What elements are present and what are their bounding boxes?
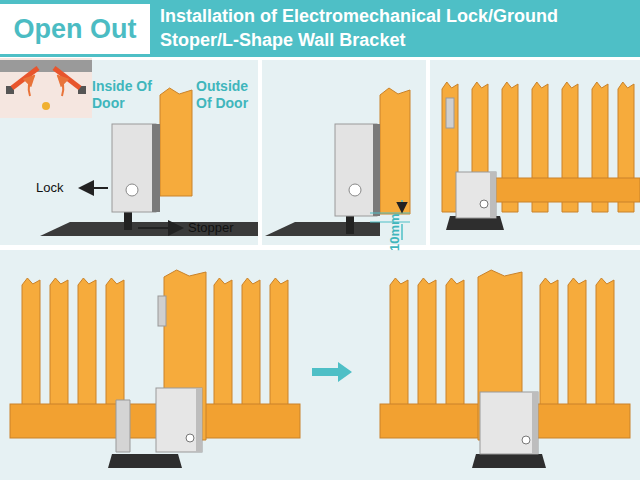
lock-box — [480, 392, 538, 454]
wall-bracket — [158, 296, 166, 326]
lock-box — [456, 172, 496, 218]
lock-keyhole — [186, 434, 194, 442]
fence-rail — [10, 404, 300, 438]
badge-box: Open Out — [0, 4, 150, 54]
side-label: Inside Of Door — [92, 78, 162, 112]
part-label: Lock — [36, 180, 63, 195]
lock-side — [532, 392, 538, 454]
lock-keyhole — [522, 436, 530, 444]
badge-text: Open Out — [14, 14, 137, 45]
side-label: Outside Of Door — [196, 78, 260, 112]
wall-bracket — [446, 98, 454, 128]
fence-picket — [160, 88, 192, 196]
lock-side — [490, 172, 496, 218]
lock-side — [196, 388, 202, 452]
lock-box — [156, 388, 202, 452]
ground-stopper — [108, 454, 182, 468]
dimension-label: 10mm — [387, 213, 402, 251]
part-label: Stopper — [188, 220, 234, 235]
ground-stopper — [472, 454, 546, 468]
lock-keyhole — [480, 200, 488, 208]
title-text: Installation of Electromechanical Lock/G… — [160, 4, 630, 52]
fence-picket — [380, 88, 410, 214]
l-bracket — [116, 400, 130, 452]
